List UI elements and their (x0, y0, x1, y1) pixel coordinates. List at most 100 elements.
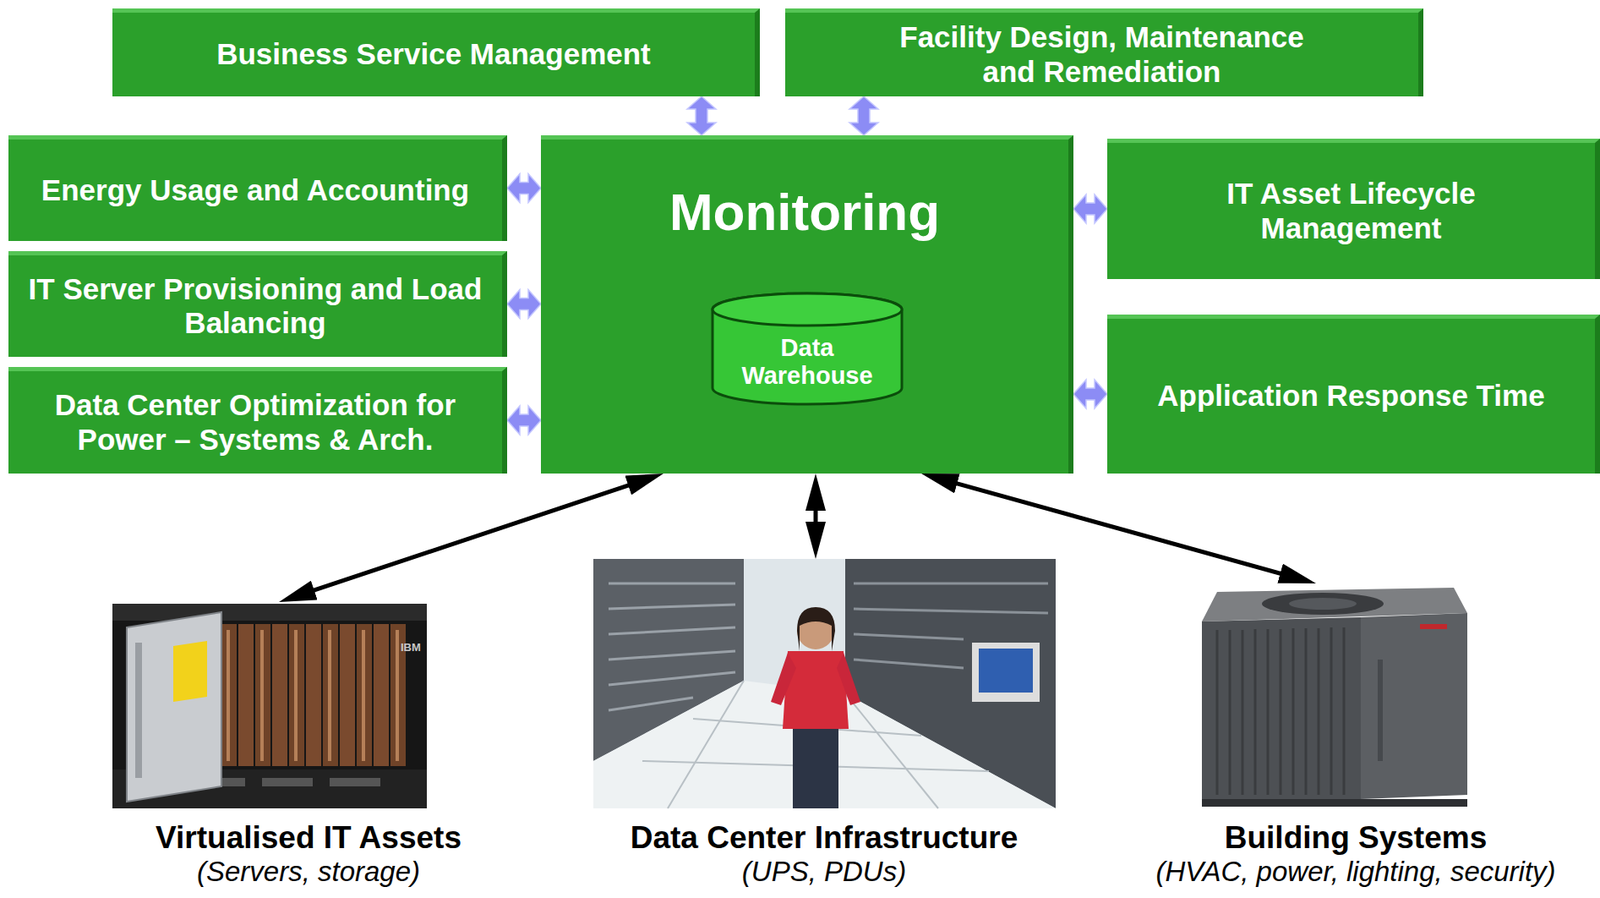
illustration-part (792, 722, 839, 809)
box-label: Business Service Management (216, 37, 651, 71)
link-arrow (302, 481, 639, 595)
process-box: Facility Design, Maintenance and Remedia… (785, 8, 1424, 97)
illustration-part (1254, 628, 1257, 795)
illustration-part (226, 629, 230, 761)
illustration-part (1330, 627, 1333, 795)
illustration-part (305, 623, 322, 766)
illustration-part (1261, 592, 1384, 615)
process-box: Data Center Optimization for Power – Sys… (8, 366, 508, 474)
illustration-part (356, 623, 372, 766)
illustration-part (978, 648, 1033, 693)
illustration-part (395, 629, 399, 761)
illustration-part (667, 680, 744, 809)
process-box: Application Response Time (1107, 314, 1600, 474)
illustration-part (1292, 627, 1295, 795)
box-label: Energy Usage and Accounting (41, 173, 470, 208)
process-box: IT Server Provisioning and Load Balancin… (8, 251, 508, 357)
caption-title: Data Center Infrastructure (630, 819, 1019, 857)
block-arrow (507, 174, 541, 203)
illustration-part (272, 623, 288, 766)
box-label: IT Asset Lifecycle Management (1169, 176, 1534, 246)
illustration-part (853, 659, 964, 668)
illustration-part (255, 623, 271, 766)
illustration-part (1241, 629, 1245, 795)
illustration-part (1201, 798, 1468, 807)
illustration-part (1419, 623, 1448, 629)
illustration-part (1279, 628, 1283, 795)
caption-detail: (Servers, storage) (196, 855, 421, 888)
photo-panel: Data Center Infrastructure(UPS, PDUs) (583, 558, 1065, 891)
illustration-part (593, 558, 1056, 809)
illustration-part (1216, 629, 1219, 795)
box-label: Data Warehouse (726, 333, 888, 391)
data-center-photo (593, 558, 1056, 809)
hvac-unit-photo (1201, 587, 1468, 807)
illustration-part (1266, 628, 1270, 795)
illustration-part (853, 582, 1049, 585)
block-arrow (687, 96, 716, 136)
caption-detail: (UPS, PDUs) (742, 855, 907, 888)
box-label: Data Center Optimization for Power – Sys… (25, 387, 486, 457)
illustration-part (608, 604, 736, 609)
illustration-part (1217, 627, 1344, 795)
illustration-part (853, 608, 1049, 613)
illustration-part (608, 627, 736, 634)
illustration-part (608, 582, 736, 585)
illustration-part (845, 693, 939, 809)
illustration-part (1360, 612, 1468, 799)
illustration-part (1228, 629, 1232, 795)
illustration-part (126, 611, 222, 802)
illustration-part (173, 640, 208, 702)
illustration-part (361, 629, 366, 761)
illustration-part (608, 650, 736, 660)
illustration-part (260, 629, 264, 761)
link-arrow (813, 498, 819, 534)
illustration-part (238, 623, 254, 766)
box-label: Facility Design, Maintenance and Remedia… (873, 20, 1331, 89)
photo-panel: Building Systems(HVAC, power, lighting, … (1115, 583, 1596, 891)
illustration-part (1305, 627, 1308, 795)
process-box: Energy Usage and Accounting (8, 135, 508, 241)
box-label: IT Server Provisioning and Load Balancin… (25, 272, 486, 341)
cylinder-body (712, 293, 902, 405)
illustration-part (221, 623, 406, 766)
block-arrow (1073, 194, 1108, 224)
box-label: Monitoring (669, 181, 940, 242)
box-label: Application Response Time (1157, 378, 1545, 413)
block-arrow (507, 405, 541, 435)
illustration-part (1377, 659, 1383, 761)
illustration-part (262, 777, 313, 787)
illustration-part (1201, 617, 1361, 806)
illustration-part (329, 777, 381, 787)
illustration-part (373, 623, 389, 766)
blade-server-photo (112, 603, 427, 809)
process-box: Business Service Management (112, 8, 760, 97)
illustration-part (112, 603, 427, 809)
block-arrow (1073, 379, 1108, 409)
brand-logo: IBM (400, 640, 421, 654)
illustration-part (112, 603, 427, 621)
monitoring-box: MonitoringData Warehouse (540, 135, 1074, 474)
illustration-part (221, 623, 237, 766)
illustration-part (1288, 597, 1357, 610)
caption-title: Virtualised IT Assets (155, 819, 462, 857)
illustration-part (289, 623, 305, 766)
block-arrow (507, 289, 541, 319)
database-cylinder: Data Warehouse (709, 291, 905, 407)
illustration-part (608, 671, 736, 685)
process-box: IT Asset Lifecycle Management (1107, 138, 1600, 279)
illustration-part (322, 623, 339, 766)
illustration-part (339, 623, 355, 766)
illustration-part (135, 642, 142, 778)
illustration-part (836, 652, 861, 705)
illustration-part (770, 652, 797, 705)
illustration-part (294, 629, 298, 761)
illustration-part (853, 633, 964, 639)
illustration-part (972, 642, 1040, 702)
link-arrow (945, 480, 1292, 577)
caption-detail: (HVAC, power, lighting, security) (1155, 855, 1556, 888)
cylinder-top (712, 293, 902, 326)
caption-title: Building Systems (1224, 819, 1487, 857)
illustration-part (608, 697, 694, 710)
